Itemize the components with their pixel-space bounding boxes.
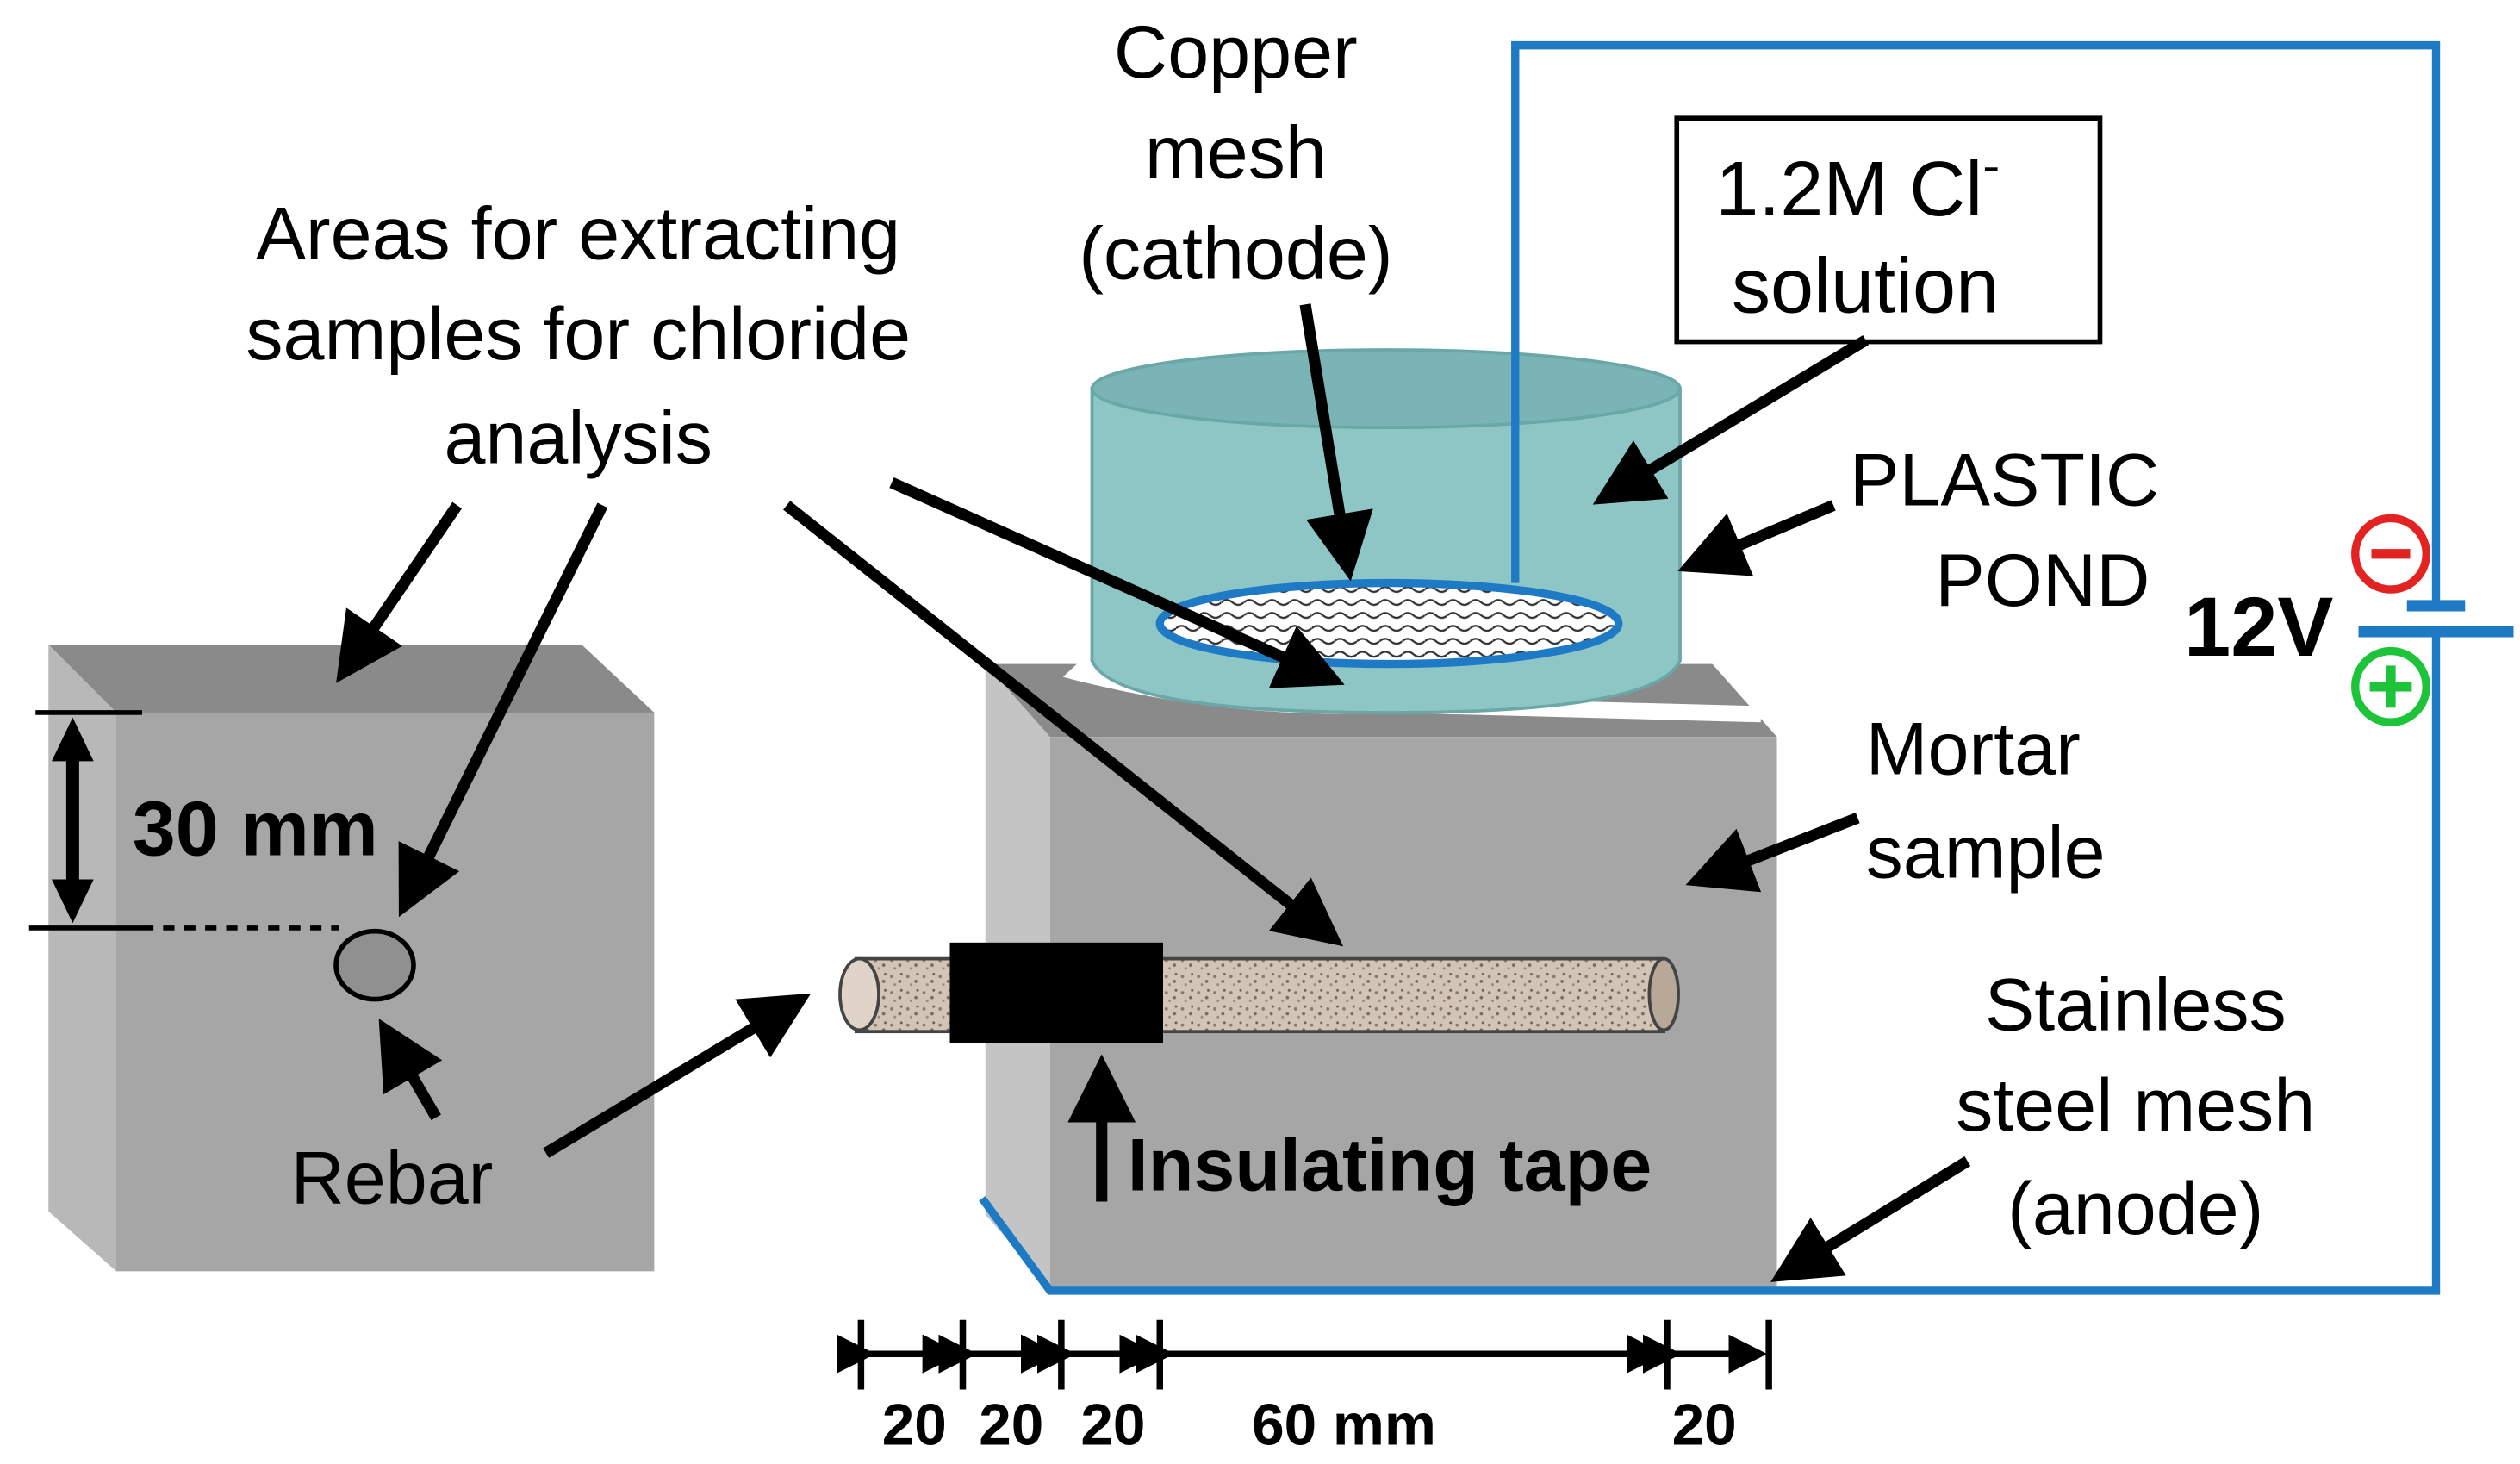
- arrow-rebar-label-to-cross: [378, 1019, 443, 1121]
- dim-label-4: 60 mm: [1252, 1392, 1436, 1457]
- bottom-dimensions: [837, 1319, 1772, 1390]
- pond-label-line2: POND: [1935, 539, 2150, 622]
- arrow-to-stainless-mesh: [1770, 1156, 1971, 1282]
- rebar-label: Rebar: [291, 1137, 494, 1219]
- rebar-cross-section: [333, 928, 416, 1002]
- areas-label-line1: Areas for extracting: [256, 193, 900, 276]
- solution-label-line2: solution: [1732, 243, 1999, 330]
- depth-label: 30 mm: [133, 785, 378, 872]
- arrow-to-rebar-sample: [783, 501, 1344, 947]
- copper-label-line2: mesh: [1145, 112, 1327, 195]
- insulating-tape: [949, 942, 1163, 1043]
- copper-mesh: [1155, 578, 1623, 669]
- left-block: 30 mm: [28, 645, 655, 1272]
- dim-label-1: 20: [882, 1392, 947, 1457]
- mortar-label-line1: Mortar: [1866, 707, 2081, 790]
- mortar-label-line2: sample: [1866, 812, 2106, 894]
- solution-box-frame: [1674, 115, 2103, 345]
- voltage-label: 12V: [2184, 580, 2333, 674]
- copper-label-line3: (cathode): [1079, 212, 1392, 295]
- left-block-side: [48, 645, 116, 1272]
- arrow-to-block-surface: [889, 477, 1345, 688]
- minus-bar: [2371, 549, 2411, 559]
- solution-box: 1.2M Cl- solution: [1674, 115, 2103, 345]
- depth-arrow-head-up: [52, 717, 94, 762]
- bottom-dimension-labels: 20 20 20 60 mm 20: [882, 1392, 1737, 1457]
- anode-wire: [979, 634, 2441, 1295]
- cathode-wire: [1511, 40, 2441, 603]
- stainless-label-line1: Stainless: [1985, 963, 2287, 1046]
- pond-top-rim: [1090, 348, 1682, 430]
- arrow-to-rebar-cross-section: [398, 502, 608, 918]
- labels: Areas for extracting samples for chlorid…: [246, 11, 2315, 1250]
- arrow-to-pond: [1677, 500, 1836, 576]
- tape-label: Insulating tape: [1128, 1124, 1652, 1206]
- rebar: [838, 942, 1680, 1043]
- copper-label-line1: Copper: [1114, 11, 1358, 94]
- areas-label-line3: analysis: [444, 396, 712, 479]
- areas-label-line2: samples for chloride: [246, 293, 911, 376]
- dim-label-2: 20: [979, 1392, 1043, 1457]
- arrow-to-solution: [1592, 335, 1870, 505]
- dim-label-5: 20: [1672, 1392, 1737, 1457]
- solution-superscript: -: [1982, 136, 2000, 194]
- pond-label-line1: PLASTIC: [1850, 439, 2159, 521]
- rebar-left-end: [838, 956, 880, 1032]
- dim-label-3: 20: [1080, 1392, 1145, 1457]
- arrow-to-copper-mesh: [1299, 303, 1373, 582]
- plastic-pond: [1062, 348, 1761, 723]
- stainless-label-line3: (anode): [2007, 1168, 2263, 1250]
- rebar-right-end: [1647, 956, 1680, 1032]
- arrow-to-mortar: [1685, 812, 1860, 893]
- pointer-arrows: [336, 303, 1971, 1282]
- stainless-label-line2: steel mesh: [1956, 1064, 2315, 1147]
- arrow-to-left-block-top: [336, 501, 463, 683]
- circuit: 12V: [979, 40, 2514, 1295]
- solution-label-line1: 1.2M Cl-: [1715, 136, 2000, 233]
- depth-arrow-head-down: [52, 879, 94, 924]
- arrow-rebar-label-to-bar: [543, 993, 812, 1158]
- plus-bar-v: [2386, 665, 2396, 708]
